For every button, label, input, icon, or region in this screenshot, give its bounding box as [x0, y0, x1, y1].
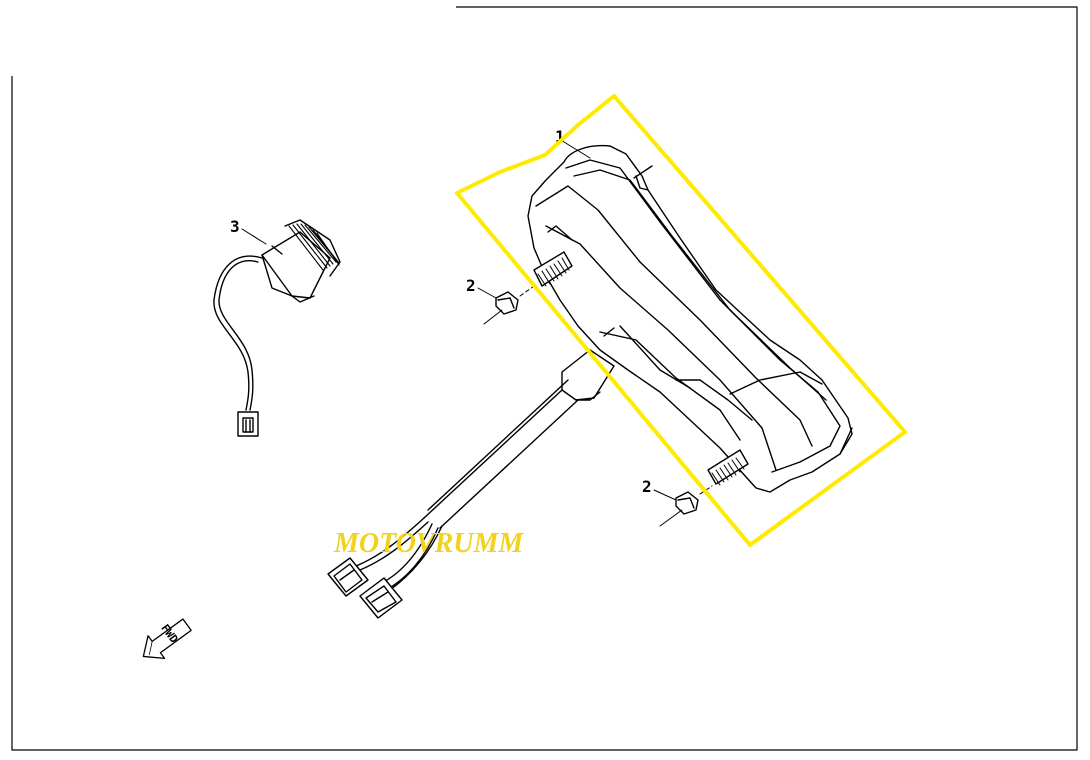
part-1-instrument-cluster — [327, 141, 853, 619]
watermark-text: MOTOVRUMM — [333, 528, 524, 559]
callout-part-2-lower: 2 — [642, 477, 652, 496]
fwd-arrow-icon: FWD — [142, 618, 192, 660]
callout-part-1: 1 — [555, 127, 565, 146]
part-1-connector-a — [327, 557, 369, 597]
part-3-sensor — [213, 219, 341, 437]
part-1-connector-b — [359, 577, 403, 619]
callout-part-2-upper: 2 — [466, 276, 476, 295]
part-2-nut-upper — [477, 285, 535, 325]
title-block-blank — [0, 0, 456, 76]
part-1-leader — [563, 141, 591, 159]
callout-part-3: 3 — [230, 217, 240, 236]
part-3-leader — [241, 228, 267, 245]
drawing-frame — [11, 6, 1078, 751]
part-3-connector — [237, 411, 259, 437]
highlight-outline — [455, 94, 907, 547]
part-1-stud-upper — [533, 251, 573, 287]
part-1-stud-lower — [707, 449, 749, 486]
